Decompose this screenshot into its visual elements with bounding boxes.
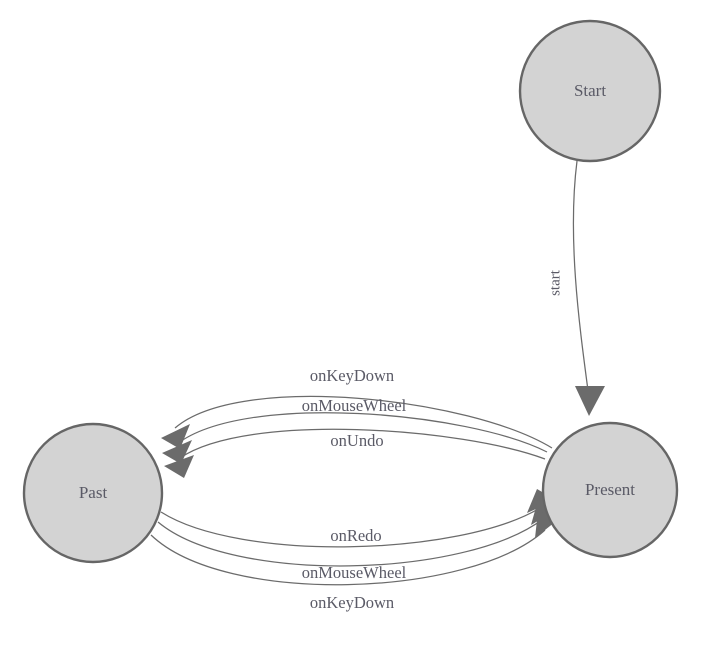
edge-label-keydown-dn: onKeyDown bbox=[310, 593, 394, 612]
node-present-circle bbox=[541, 421, 679, 559]
edge-past-to-present-redo[interactable]: onRedo bbox=[160, 489, 556, 548]
edge-present-to-past-undo[interactable]: onUndo bbox=[164, 428, 546, 478]
edge-start-to-present[interactable]: start bbox=[547, 160, 605, 416]
edge-present-to-past-keydown[interactable]: onKeyDown bbox=[161, 366, 553, 449]
edge-mousewheel-up-path bbox=[176, 412, 548, 453]
edge-label-start: start bbox=[547, 269, 563, 296]
arrowhead-start-to-present bbox=[575, 386, 605, 416]
edge-label-keydown-up: onKeyDown bbox=[310, 366, 394, 385]
arrowhead-undo bbox=[164, 455, 194, 478]
edge-start-path bbox=[572, 160, 590, 399]
edge-redo-path bbox=[160, 507, 541, 548]
edge-keydown-dn-path bbox=[150, 529, 546, 586]
edge-label-undo: onUndo bbox=[330, 431, 383, 450]
arrowhead-keydown-up bbox=[161, 424, 190, 449]
node-start-circle bbox=[518, 19, 662, 163]
arrowhead-mousewheel-up bbox=[162, 440, 192, 464]
node-past-circle bbox=[22, 422, 164, 564]
edge-mousewheel-dn-path bbox=[157, 518, 544, 567]
edge-undo-path bbox=[179, 428, 546, 460]
node-past[interactable]: Past bbox=[22, 422, 164, 564]
node-present[interactable]: Present bbox=[541, 421, 679, 559]
node-start[interactable]: Start bbox=[518, 19, 662, 163]
edge-keydown-up-path bbox=[174, 395, 553, 449]
edge-label-redo: onRedo bbox=[330, 526, 381, 545]
arrowhead-redo bbox=[527, 489, 556, 513]
